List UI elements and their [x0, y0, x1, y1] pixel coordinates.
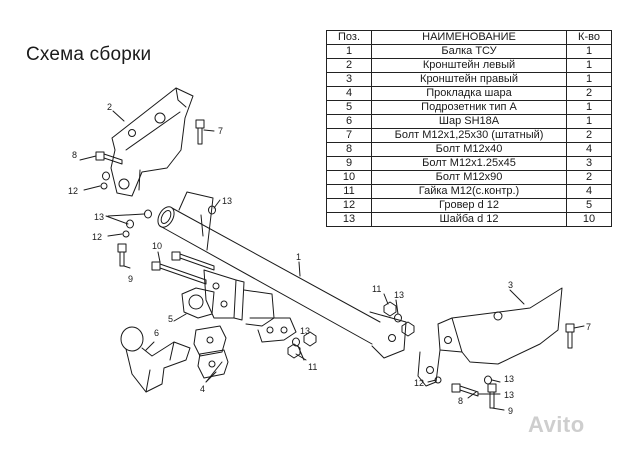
main-beam	[157, 191, 407, 359]
callout-9-left: 9	[128, 274, 133, 284]
callout-9-right: 9	[508, 406, 513, 416]
callout-12-left: 12	[68, 186, 78, 196]
fasteners	[100, 171, 492, 385]
bolt-9-right	[487, 383, 497, 409]
bolt-8-right	[451, 383, 479, 397]
callout-7-right: 7	[586, 322, 591, 332]
callout-13-left: 13	[94, 212, 104, 222]
callout-12-right: 12	[414, 378, 424, 388]
callout-13-right-upper: 13	[504, 374, 514, 384]
callout-2: 2	[107, 102, 112, 112]
avito-watermark: Avito	[528, 412, 585, 437]
bolts-10	[151, 251, 215, 285]
callout-7-left: 7	[218, 126, 223, 136]
callout-5: 5	[168, 314, 173, 324]
left-bracket	[110, 87, 194, 197]
callout-13-right-nut: 13	[394, 290, 404, 300]
cell-position: 13	[326, 212, 372, 227]
callout-8-right: 8	[458, 396, 463, 406]
socket-bracket	[181, 287, 215, 319]
cell-name: Шайба d 12	[371, 212, 567, 227]
callout-4: 4	[200, 384, 205, 394]
ball-spacers	[193, 325, 229, 379]
leader-lines	[79, 110, 585, 411]
callout-3: 3	[508, 280, 513, 290]
callout-13-center: 13	[300, 326, 310, 336]
callout-1: 1	[296, 252, 301, 262]
cell-quantity: 1	[566, 58, 612, 73]
bolt-7-left	[195, 119, 205, 145]
callout-11-right: 11	[372, 284, 381, 294]
right-bracket	[417, 287, 563, 387]
callout-13-top: 13	[222, 196, 232, 206]
diagram-title: Схема сборки	[26, 44, 152, 65]
callout-12-middle: 12	[92, 232, 102, 242]
table-header-row: Поз. НАИМЕНОВАНИЕ К-во	[326, 30, 612, 45]
bolt-9-left	[117, 243, 127, 267]
callout-6: 6	[154, 328, 159, 338]
cell-quantity: 10	[566, 212, 612, 227]
towbar-plates	[203, 269, 297, 343]
callout-labels: 1 2 3 4 5 6 7 7 8 8 9 9 10 11 11 12 12 1…	[68, 102, 591, 416]
tow-ball	[120, 326, 191, 393]
callout-10: 10	[152, 241, 162, 251]
bolt-7-right	[565, 323, 575, 349]
callout-11-center: 11	[308, 362, 317, 372]
callout-8-left: 8	[72, 150, 77, 160]
bolt-8-left	[95, 151, 123, 165]
callout-13-right-lower: 13	[504, 390, 514, 400]
